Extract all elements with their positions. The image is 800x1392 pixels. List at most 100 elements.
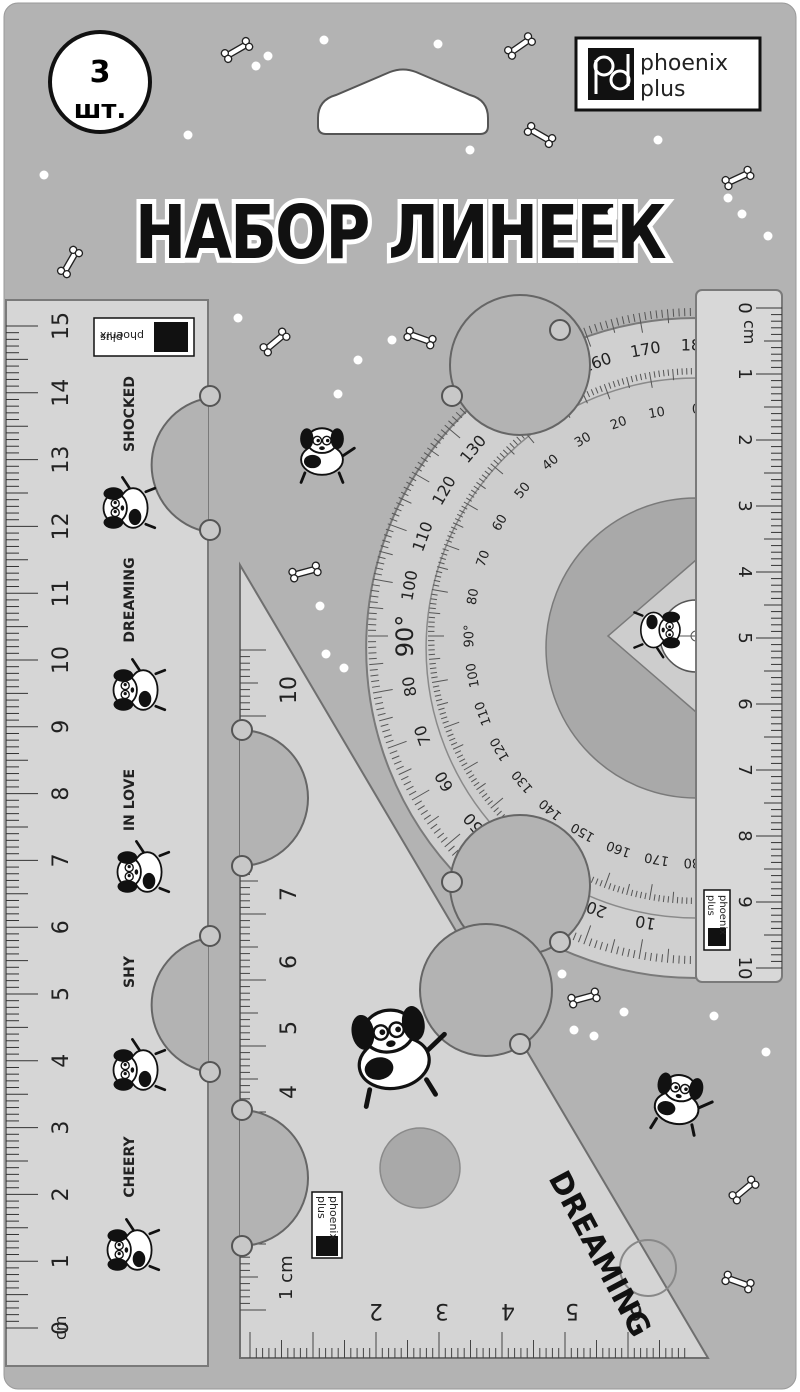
protractor-outer-tick — [672, 308, 675, 317]
protractor-outer-tick — [411, 471, 430, 483]
protractor-outer-tick — [427, 447, 440, 457]
protractor-inner-tick — [463, 501, 479, 511]
protractor-inner-tick — [667, 369, 670, 376]
protractor-inner-tick — [438, 707, 445, 711]
protractor-outer-tick — [444, 833, 461, 848]
small-ruler-number: 5 — [734, 632, 755, 643]
protractor-outer-tick — [380, 723, 389, 727]
protractor-outer-tick — [644, 311, 647, 321]
protractor-outer-tick — [621, 947, 625, 956]
protractor-inner-tick — [461, 505, 468, 510]
snow-dot — [319, 35, 329, 45]
protractor-outer-tick — [437, 832, 445, 839]
logo-mark-icon — [593, 54, 631, 94]
protractor-inner-tick — [484, 796, 491, 802]
protractor-inner-tick — [454, 518, 462, 522]
ruler-number: 3 — [49, 1121, 74, 1135]
protractor-outer-tick — [393, 507, 402, 512]
snow-dot — [589, 1031, 599, 1041]
protractor-outer-tick — [377, 712, 386, 716]
triangle-side-number: 6 — [277, 955, 302, 969]
triangle-bottom-number: 3 — [435, 1298, 449, 1323]
protractor-outer-tick — [430, 442, 438, 449]
protractor-outer-tick — [369, 662, 384, 666]
protractor-outer-tick — [403, 780, 412, 786]
triangle-side-number: 5 — [277, 1021, 302, 1035]
snow-dot — [251, 61, 261, 71]
protractor-outer-tick — [408, 476, 417, 482]
svg-text:phoenix: phoenix — [640, 51, 728, 76]
protractor-outer-tick — [385, 739, 394, 744]
ruler-word: CHEERY — [122, 1136, 138, 1198]
protractor-inner-tick — [621, 887, 625, 894]
protractor-inner-tick — [603, 872, 611, 889]
protractor-outer-tick — [605, 943, 609, 952]
protractor-outer-tick — [632, 950, 636, 959]
protractor-inner-tick — [429, 667, 437, 670]
protractor-inner-tick — [490, 463, 504, 475]
protractor-outer-tick — [383, 734, 392, 738]
protractor-inner-tick — [499, 452, 506, 458]
protractor-outer-tick — [627, 315, 630, 324]
snow-dot — [321, 649, 331, 659]
snow-dot — [315, 601, 325, 611]
snow-dot — [723, 193, 733, 203]
protractor-inner-tick — [445, 539, 452, 543]
small-ruler-number: 9 — [734, 896, 755, 907]
protractor-outer-tick — [417, 805, 425, 811]
snow-dot — [619, 1007, 629, 1017]
protractor-inner-tick — [440, 552, 448, 556]
protractor-inner-tick — [630, 889, 634, 897]
protractor-inner-tick — [456, 754, 464, 759]
snow-dot — [263, 51, 273, 61]
protractor-outer-tick — [400, 775, 409, 781]
protractor-inner-tick — [437, 566, 449, 571]
triangle-logo: phoenix plus — [311, 1191, 343, 1259]
protractor-outer-tick — [621, 316, 625, 325]
protractor-inner-tick — [434, 575, 442, 578]
protractor-outer-tick — [599, 322, 603, 331]
protractor-inner-tick — [599, 385, 603, 392]
protractor-inner-tick — [429, 602, 437, 605]
protractor-inner-tick — [435, 698, 443, 702]
snow-dot — [761, 1047, 771, 1057]
ruler-word: IN LOVE — [122, 769, 138, 831]
protractor-inner-tick — [450, 741, 458, 746]
protractor-inner-tick — [434, 694, 442, 697]
protractor-outer-tick — [666, 948, 670, 963]
protractor-inner-number: 20 — [608, 414, 629, 434]
protractor-outer-tick — [398, 768, 412, 776]
protractor-inner-tick — [476, 782, 486, 791]
svg-text:plus: plus — [315, 1196, 328, 1219]
protractor-inner-tick — [461, 762, 468, 767]
protractor-inner-tick — [502, 449, 509, 455]
protractor-inner-tick — [639, 373, 643, 381]
protractor-inner-number: 60 — [490, 512, 511, 534]
protractor-inner-tick — [473, 781, 480, 787]
protractor-inner-number: 90° — [463, 624, 478, 647]
protractor-inner-tick — [644, 372, 647, 380]
protractor-inner-tick — [438, 561, 445, 565]
protractor-outer-tick — [661, 309, 664, 318]
protractor-outer-tick — [572, 932, 577, 941]
protractor-inner-tick — [431, 588, 448, 593]
protractor-inner-tick — [450, 526, 458, 531]
snow-dot — [653, 135, 663, 145]
protractor-outer-tick — [373, 696, 382, 700]
snow-dot — [763, 231, 773, 241]
protractor-outer-tick — [430, 823, 438, 830]
protractor-inner-tick — [672, 891, 675, 904]
ruler-logo: phoenix plus — [93, 317, 195, 357]
protractor-inner-tick — [470, 489, 477, 494]
protractor-outer-tick — [411, 789, 430, 801]
protractor-inner-tick — [487, 800, 494, 806]
protractor-inner-tick — [456, 513, 464, 518]
svg-text:cm: cm — [740, 320, 759, 344]
protractor-outer-tick — [403, 486, 412, 492]
protractor-outer-tick — [414, 466, 422, 472]
